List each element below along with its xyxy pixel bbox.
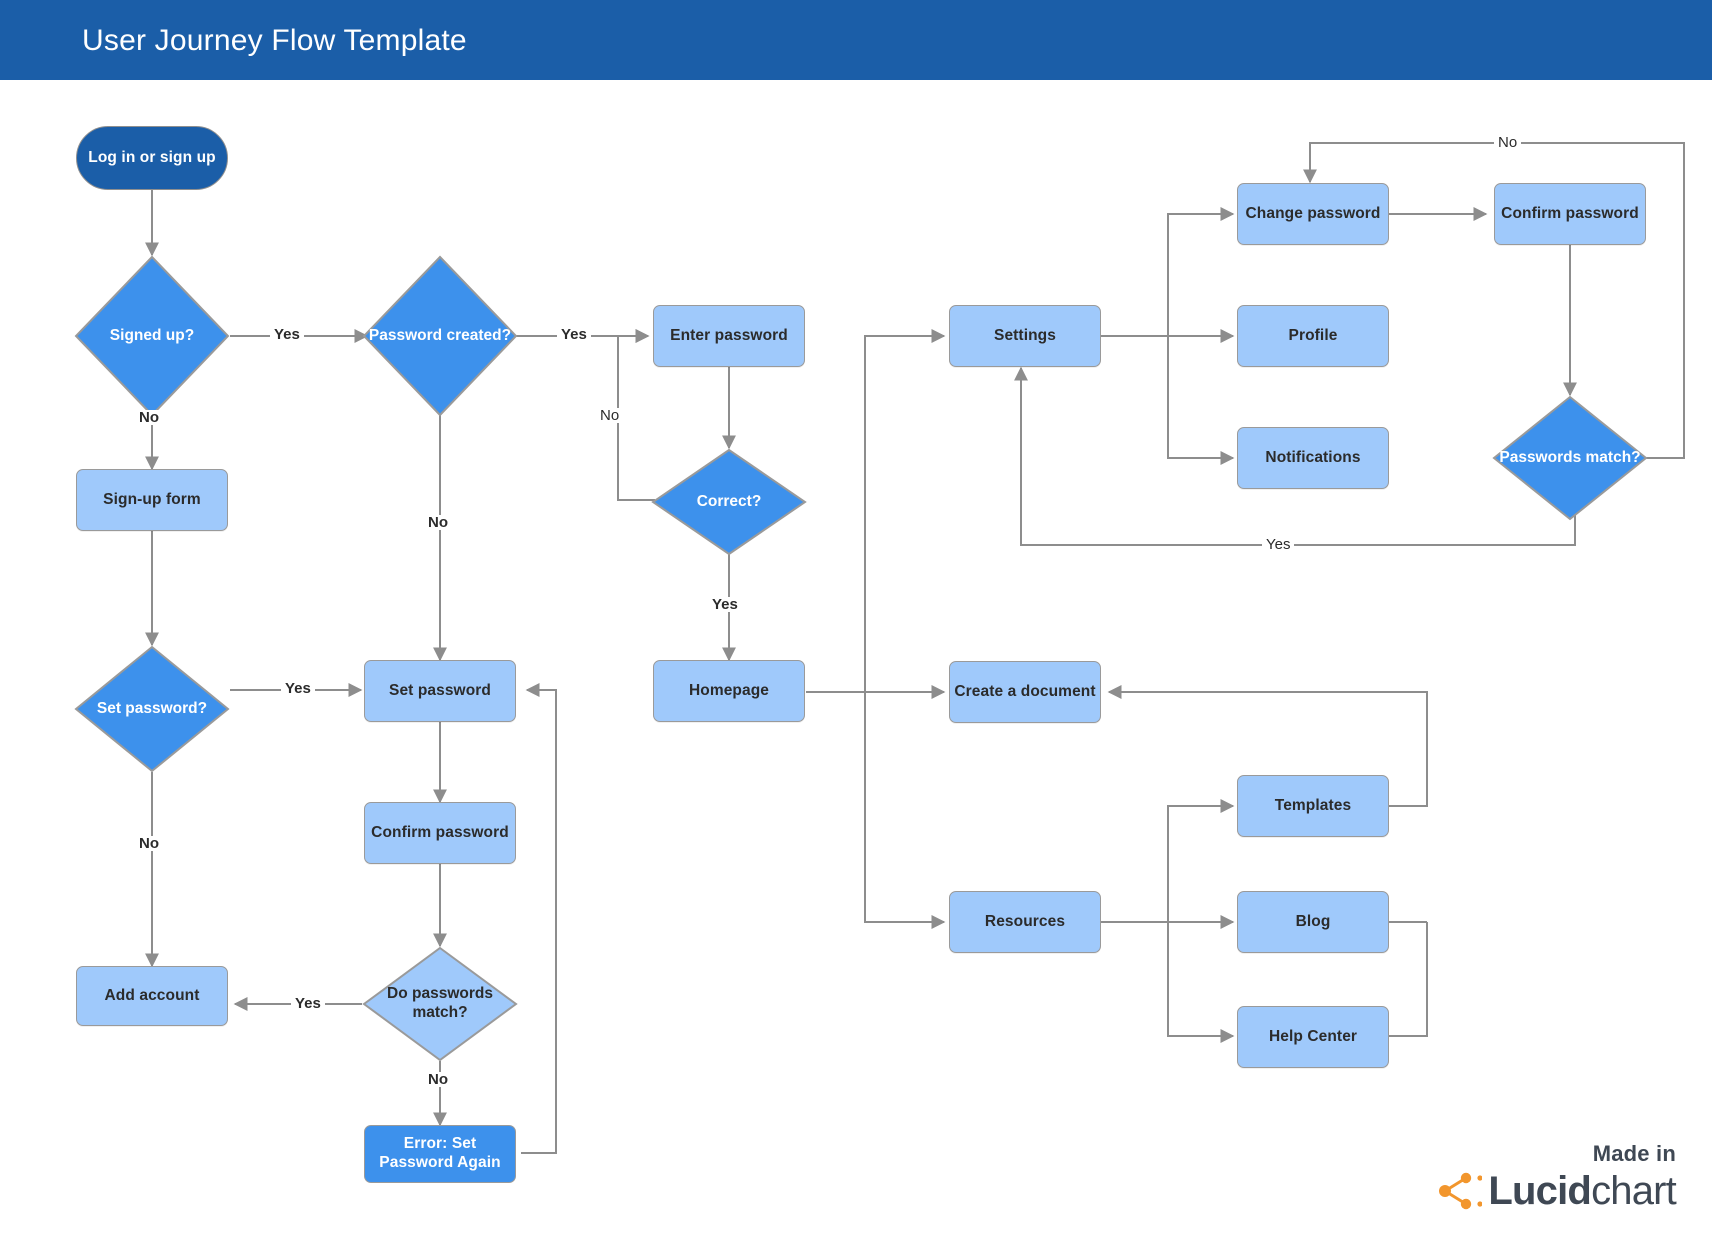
node-label: Profile (1288, 326, 1338, 344)
edge-homepage-resources (864, 692, 946, 929)
diamond-shape (651, 448, 807, 556)
edge-error-setpassword (521, 683, 557, 1154)
edge-label-do-match-yes: Yes (291, 996, 325, 1011)
edge-label-signed-up-no: No (135, 410, 163, 425)
diamond-shape (74, 645, 230, 773)
node-help-center[interactable]: Help Center (1237, 1006, 1389, 1068)
diamond-shape (1492, 395, 1648, 521)
edge-label-password-created-yes: Yes (557, 327, 591, 342)
lucidchart-wordmark: Lucidchart (1488, 1171, 1676, 1211)
node-blog[interactable]: Blog (1237, 891, 1389, 953)
edge-label-passwords-match-yes: Yes (1262, 537, 1295, 552)
node-label: Set password (389, 681, 491, 699)
node-label: Blog (1295, 912, 1331, 930)
node-label: Enter password (670, 326, 788, 344)
node-label: Add account (104, 986, 200, 1004)
node-log-in-or-sign-up[interactable]: Log in or sign up (76, 126, 228, 190)
node-templates[interactable]: Templates (1237, 775, 1389, 837)
node-label: Homepage (688, 681, 770, 699)
diamond-shape (362, 255, 518, 417)
node-set-password-question[interactable]: Set password? (74, 645, 230, 773)
node-label: Error: Set Password Again (379, 1135, 501, 1171)
node-password-created[interactable]: Password created? (362, 255, 518, 417)
node-confirm-password-settings[interactable]: Confirm password (1494, 183, 1646, 245)
edge-resources-templates (1100, 799, 1235, 923)
diamond-shape (74, 255, 230, 417)
node-label: Change password (1245, 204, 1381, 222)
node-signed-up[interactable]: Signed up? (74, 255, 230, 417)
edge-label-set-password-yes: Yes (281, 681, 315, 696)
edge-homepage-settings (806, 329, 946, 693)
node-enter-password[interactable]: Enter password (653, 305, 805, 367)
node-label: Help Center (1268, 1027, 1358, 1045)
node-notifications[interactable]: Notifications (1237, 427, 1389, 489)
lucidchart-logo-icon (1439, 1172, 1483, 1210)
edge-correct-enterpassword-no (617, 329, 655, 501)
header-bar (0, 0, 1712, 80)
edge-label-passwords-match-no: No (1494, 135, 1522, 150)
node-label: Confirm password (1501, 204, 1639, 222)
node-label: Create a document (954, 682, 1096, 700)
node-add-account[interactable]: Add account (76, 966, 228, 1026)
node-correct[interactable]: Correct? (651, 448, 807, 556)
edge-label-set-password-no: No (135, 836, 163, 851)
edge-settings-changepassword (1100, 207, 1235, 337)
edge-label-signed-up-yes: Yes (270, 327, 304, 342)
edge-passwordsmatch-changepassword-no (1303, 142, 1685, 459)
node-sign-up-form[interactable]: Sign-up form (76, 469, 228, 531)
node-label: Sign-up form (103, 490, 201, 508)
node-do-passwords-match[interactable]: Do passwords match? (362, 946, 518, 1062)
edge-templates-createdocument (1107, 685, 1428, 807)
node-confirm-password-signup[interactable]: Confirm password (364, 802, 516, 864)
node-passwords-match[interactable]: Passwords match? (1492, 395, 1648, 521)
edge-resources-helpcenter (1167, 922, 1235, 1043)
edge-label-correct-yes: Yes (708, 597, 742, 612)
node-label: Resources (984, 912, 1066, 930)
node-label: Notifications (1265, 448, 1361, 466)
node-label: Templates (1274, 796, 1352, 814)
node-change-password[interactable]: Change password (1237, 183, 1389, 245)
edge-label-correct-no: No (596, 408, 624, 423)
node-set-password[interactable]: Set password (364, 660, 516, 722)
edge-helpcenter-join (1386, 922, 1428, 1037)
diamond-shape (362, 946, 518, 1062)
node-label: Log in or sign up (88, 148, 216, 166)
lucid-word: Lucid (1488, 1169, 1592, 1213)
edge-label-do-match-no: No (424, 1072, 452, 1087)
node-profile[interactable]: Profile (1237, 305, 1389, 367)
node-homepage[interactable]: Homepage (653, 660, 805, 722)
node-error-set-password-again[interactable]: Error: Set Password Again (364, 1125, 516, 1183)
edge-label-password-created-no: No (424, 515, 452, 530)
node-label: Settings (994, 326, 1056, 344)
node-label: Confirm password (371, 823, 509, 841)
node-resources[interactable]: Resources (949, 891, 1101, 953)
edge-settings-notifications (1167, 336, 1235, 465)
lucidchart-attribution: Made in Lucidchart (1436, 1141, 1677, 1211)
made-in-label: Made in (1592, 1141, 1676, 1166)
node-settings[interactable]: Settings (949, 305, 1101, 367)
chart-word: chart (1591, 1169, 1677, 1213)
node-create-a-document[interactable]: Create a document (949, 661, 1101, 723)
page-title: User Journey Flow Template (82, 24, 467, 57)
